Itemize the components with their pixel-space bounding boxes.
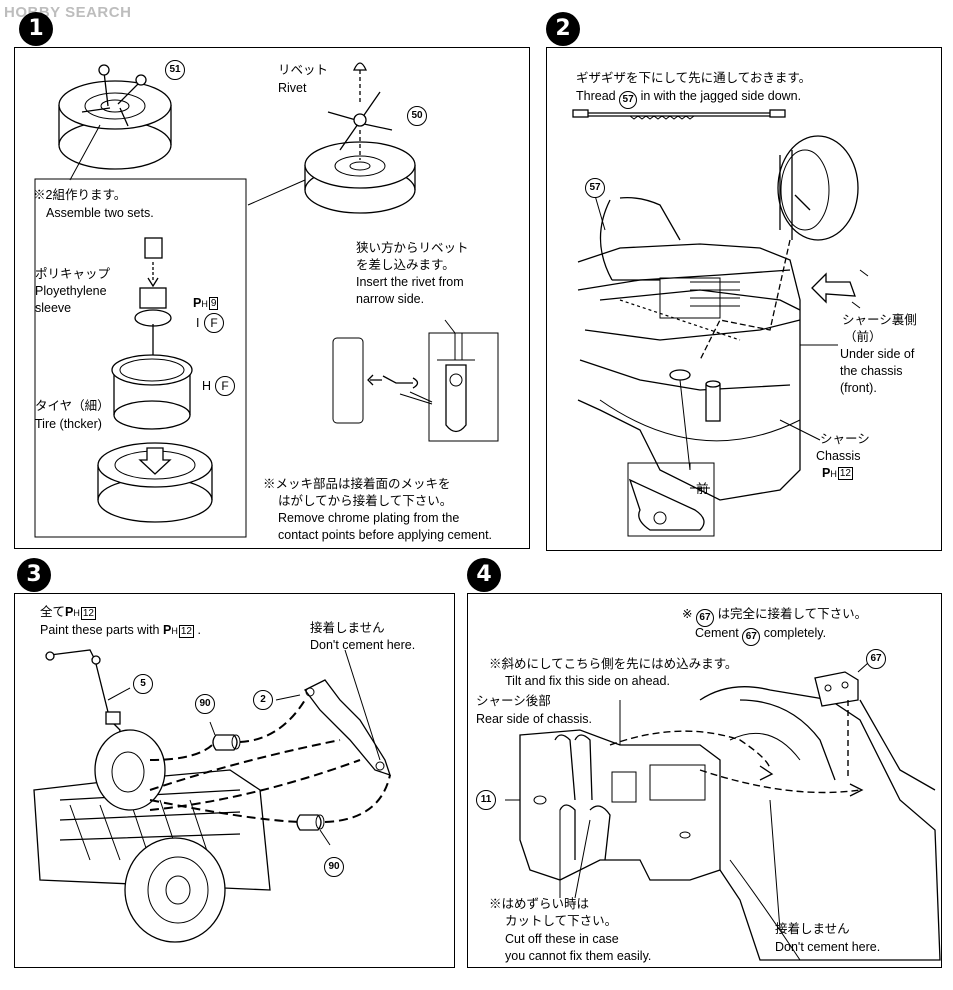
paint-code-sub: H xyxy=(830,469,837,479)
paint-all-en-pre: Paint these parts with xyxy=(40,623,160,637)
cement-67-en: Cement 67 completely. xyxy=(695,625,827,646)
f-callout-1: F xyxy=(204,313,224,333)
cement-67-jp-pre: ※ xyxy=(682,607,693,621)
thread-note-en-post: in with the jagged side down. xyxy=(640,89,802,103)
under-side-en-2: the chassis xyxy=(840,364,903,378)
part-2-callout: 2 xyxy=(253,690,273,710)
no-cement-jp-step4: 接着しません xyxy=(775,922,850,936)
wheel-assembly-2 xyxy=(304,62,416,214)
no-cement-en-step4: Don't cement here. xyxy=(775,940,881,954)
thread-note-jp: ギザギザを下にして先に通しておきます。 xyxy=(576,71,812,85)
cut-note-en-2: you cannot fix them easily. xyxy=(505,949,652,963)
poly-cap-en-1: Ployethylene xyxy=(35,284,107,298)
step-1-number: 1 xyxy=(19,12,53,46)
paint-all-en-post: . xyxy=(197,623,201,637)
rear-chassis-en: Rear side of chassis. xyxy=(476,712,593,726)
part-67-inline-callout: 67 xyxy=(742,628,761,646)
thread-note-en-pre: Thread xyxy=(576,89,616,103)
step-3-panel xyxy=(14,593,455,968)
rear-chassis-jp: シャーシ後部 xyxy=(476,694,551,708)
front-label-jp: 前 xyxy=(696,482,709,496)
h-label: H xyxy=(202,379,212,393)
paint-code-sub: H xyxy=(73,608,80,618)
cement-67-en-pre: Cement xyxy=(695,626,739,640)
no-cement-jp-step3: 接着しません xyxy=(310,621,385,635)
part-57-callout: 57 xyxy=(585,178,605,198)
under-side-jp-2: （前） xyxy=(844,330,882,344)
narrow-side-jp-2: を差し込みます。 xyxy=(356,258,455,272)
paint-code-mark: P xyxy=(822,466,831,480)
chrome-note-jp-2: はがしてから接着して下さい。 xyxy=(278,494,453,508)
paint-code-number: 12 xyxy=(837,467,853,480)
rivet-label-jp: リベット xyxy=(278,63,329,77)
part-50-callout: 50 xyxy=(407,106,427,126)
cement-67-jp-post: は完全に接着して下さい。 xyxy=(717,607,868,621)
poly-cap-jp: ポリキャップ xyxy=(35,267,111,281)
paint-code-number: 9 xyxy=(208,297,219,310)
narrow-side-jp-1: 狭い方からリベット xyxy=(356,241,469,255)
part-5-callout: 5 xyxy=(133,674,153,694)
under-side-jp-1: シャーシ裏側 xyxy=(842,313,917,327)
i-label: I xyxy=(196,316,200,330)
part-67-inline-callout: 67 xyxy=(695,609,714,627)
chrome-note-en-1: Remove chrome plating from the xyxy=(278,511,460,525)
part-90-callout-2: 90 xyxy=(324,857,344,877)
paint-code-number: 12 xyxy=(80,607,96,620)
narrow-side-en-1: Insert the rivet from xyxy=(356,275,464,289)
step-2-number: 2 xyxy=(546,12,580,46)
thread-note-en: Thread 57 in with the jagged side down. xyxy=(576,88,802,109)
paint-code-number: 12 xyxy=(178,625,194,638)
part-67-callout: 67 xyxy=(866,649,886,669)
cut-note-jp-2: カットして下さい。 xyxy=(505,914,618,928)
part-51-callout: 51 xyxy=(165,60,185,80)
f-callout-2: F xyxy=(215,376,235,396)
chrome-note-jp-1: ※メッキ部品は接着面のメッキを xyxy=(263,477,451,491)
assemble-two-en: Assemble two sets. xyxy=(46,206,154,220)
chassis-jp: シャーシ xyxy=(820,432,870,446)
under-side-en-3: (front). xyxy=(840,381,877,395)
cut-note-jp-1: ※はめずらい時は xyxy=(489,897,590,911)
shaft-57 xyxy=(572,109,786,120)
poly-cap-en-2: sleeve xyxy=(35,301,72,315)
chassis-en: Chassis xyxy=(816,449,861,463)
tire-en: Tire (thcker) xyxy=(35,417,102,431)
cement-67-en-post: completely. xyxy=(763,626,827,640)
tilt-note-en: Tilt and fix this side on ahead. xyxy=(505,674,670,688)
wheel-assembly-1 xyxy=(58,64,172,170)
part-57-inline-callout: 57 xyxy=(619,91,638,109)
tilt-note-jp: ※斜めにしてこちら側を先にはめ込みます。 xyxy=(489,657,738,671)
part-11-callout: 11 xyxy=(476,790,496,810)
part-90-callout-1: 90 xyxy=(195,694,215,714)
paint-code-mark: P xyxy=(163,623,172,637)
paint-code-sub: H xyxy=(201,299,208,309)
chrome-note-en-2: contact points before applying cement. xyxy=(278,528,493,542)
under-side-en-1: Under side of xyxy=(840,347,915,361)
paint-code-mark: P xyxy=(65,605,74,619)
assemble-two-jp: ※2組作ります。 xyxy=(33,188,127,202)
rivet-label-en: Rivet xyxy=(278,81,307,95)
no-cement-en-step3: Don't cement here. xyxy=(310,638,416,652)
cut-note-en-1: Cut off these in case xyxy=(505,932,619,946)
narrow-side-en-2: narrow side. xyxy=(356,292,425,306)
step-4-number: 4 xyxy=(467,558,501,592)
cement-67-jp: ※ 67 は完全に接着して下さい。 xyxy=(682,606,868,627)
paint-all-jp-pre: 全て xyxy=(40,605,66,619)
paint-code-sub: H xyxy=(171,626,178,636)
tire-jp: タイヤ（細） xyxy=(35,399,110,413)
step-3-number: 3 xyxy=(17,558,51,592)
paint-code-mark: P xyxy=(193,296,202,310)
